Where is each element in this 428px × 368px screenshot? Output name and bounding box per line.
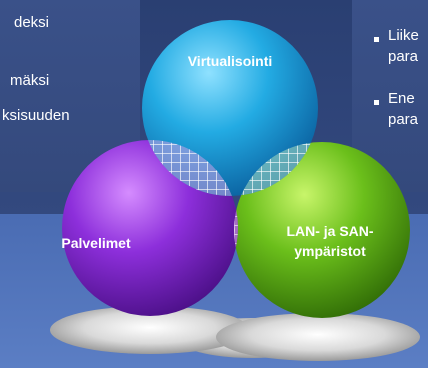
bullet-marker-2 — [374, 100, 379, 105]
label-lan-san-line-2: ympäristot — [294, 243, 366, 259]
circle-lan-san — [234, 142, 410, 318]
label-palvelimet: Palvelimet — [61, 235, 131, 251]
bullet-marker-1 — [374, 37, 379, 42]
overlap-top-left — [142, 140, 238, 196]
right-bullet-2-line-1: Ene — [388, 90, 415, 107]
label-virtualisointi: Virtualisointi — [188, 53, 273, 69]
label-lan-san-line-1: LAN- ja SAN- — [286, 223, 373, 239]
left-text-line-3: ksisuuden — [2, 107, 70, 124]
right-bullet-2-line-2: para — [388, 111, 419, 128]
shadow-ellipse-right — [216, 313, 420, 361]
right-bullet-1-line-2: para — [388, 48, 419, 65]
shadow-ellipse-left — [50, 306, 250, 354]
left-text-line-2: mäksi — [10, 72, 50, 89]
left-text-line-1: deksi — [14, 14, 50, 31]
right-bullet-1-line-1: Liike — [388, 27, 419, 44]
